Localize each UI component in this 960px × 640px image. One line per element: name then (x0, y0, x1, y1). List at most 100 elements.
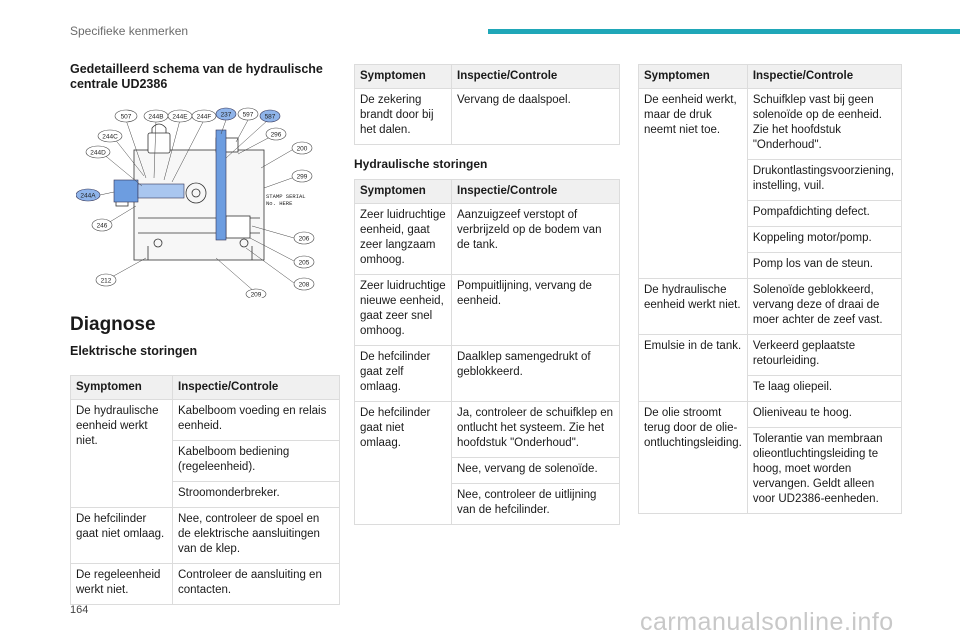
stamp-serial-label: No. HERE (266, 200, 293, 207)
check-cell: Koppeling motor/pomp. (746, 226, 903, 253)
callout-label: 208 (299, 282, 310, 289)
callout-label: 296 (271, 132, 282, 139)
symptom-cell: De hefcilinder gaat niet omlaag. (70, 507, 173, 564)
check-cell: Pompafdichting defect. (746, 200, 903, 227)
column-1: Gedetailleerd schema van de hydraulische… (70, 62, 340, 605)
check-cell: Tolerantie van membraan olieontluchtings… (746, 427, 903, 514)
check-cell: Nee, controleer de spoel en de elektrisc… (172, 507, 340, 564)
check-cell: Nee, vervang de solenoïde. (451, 457, 620, 484)
check-cell: Kabelboom voeding en relais eenheid. (172, 399, 340, 441)
callout-label: 237 (221, 112, 232, 119)
callout-label: 246 (97, 223, 108, 230)
column-2: Symptomen Inspectie/Controle De zekering… (354, 64, 620, 525)
callout-244e: 244E (167, 109, 193, 123)
callout-208: 208 (293, 277, 315, 291)
diagram-heading: Gedetailleerd schema van de hydraulische… (70, 62, 323, 91)
table-row: De hydraulische eenheid werkt niet. Kabe… (70, 399, 340, 508)
callout-label: 507 (121, 114, 132, 121)
callout-209: 209 (245, 288, 267, 299)
table-row: De zekering brandt door bij het dalen. V… (354, 88, 620, 145)
callout-label: 244C (102, 134, 118, 141)
callout-212: 212 (95, 273, 117, 287)
check-cell: Vervang de daalspoel. (451, 88, 620, 145)
callout-label: 200 (297, 146, 308, 153)
hydraulic-table-continued: Symptomen Inspectie/Controle De eenheid … (638, 64, 903, 514)
check-cell: Ja, controleer de schuifklep en ontlucht… (451, 401, 620, 458)
check-cell: Te laag oliepeil. (746, 375, 903, 402)
callout-244b: 244B (143, 109, 169, 123)
callout-206: 206 (293, 231, 315, 245)
check-cell: Verkeerd geplaatste retourleiding. (746, 334, 903, 376)
callout-label: 206 (299, 236, 310, 243)
callout-label: 299 (297, 174, 308, 181)
continued-table: Symptomen Inspectie/Controle De zekering… (354, 64, 620, 145)
callout-244d: 244D (85, 145, 111, 159)
check-cell: Pomp los van de steun. (746, 252, 903, 279)
callout-label: 587 (265, 114, 276, 121)
symptom-cell: De regeleenheid werkt niet. (70, 563, 173, 605)
col-symptom-header: Symptomen (638, 64, 748, 89)
table-row: De olie stroomt terug door de olie-ontlu… (638, 401, 903, 514)
col-symptom-header: Symptomen (354, 64, 452, 89)
callout-label: 244F (197, 114, 212, 121)
symptom-cell: De hefcilinder gaat zelf omlaag. (354, 345, 452, 402)
header-accent-bar (488, 29, 960, 34)
page-number: 164 (70, 604, 89, 616)
callout-label: 597 (243, 112, 254, 119)
table-row: Emulsie in de tank. Verkeerd geplaatste … (638, 334, 903, 402)
callout-205: 205 (293, 255, 315, 269)
table-row: Koppeling motor/pomp. (639, 226, 903, 253)
callout-237: 237 (215, 107, 237, 121)
callout-244c: 244C (97, 129, 123, 143)
check-cell: Controleer de aansluiting en contacten. (172, 563, 340, 605)
table-row: De hefcilinder gaat niet omlaag. Ja, con… (354, 401, 620, 525)
check-cell: Aanzuigzeef verstopt of verbrijzeld op d… (451, 203, 620, 275)
table-row: De eenheid werkt, maar de druk neemt nie… (638, 88, 903, 279)
callout-200: 200 (291, 141, 313, 155)
table-row: Pomp los van de steun. (639, 252, 903, 279)
col-check-header: Inspectie/Controle (451, 64, 620, 89)
table-row: De regeleenheid werkt niet. Controleer d… (70, 563, 340, 605)
symptom-cell: De zekering brandt door bij het dalen. (354, 88, 452, 145)
electrical-table: Symptomen Inspectie/Controle De hydrauli… (70, 375, 340, 605)
symptom-cell: De hefcilinder gaat niet omlaag. (354, 401, 452, 525)
page-header-title: Specifieke kenmerken (70, 24, 189, 38)
check-cell: Schuifklep vast bij geen solenoïde op de… (746, 88, 903, 160)
table-row: Te laag oliepeil. (639, 375, 903, 402)
column-3: Symptomen Inspectie/Controle De eenheid … (638, 64, 903, 514)
symptom-cell: Emulsie in de tank. (638, 334, 748, 402)
check-cell: Olieniveau te hoog. (746, 401, 903, 428)
callout-label: 244E (172, 114, 188, 121)
table-row: Zeer luidruchtige nieuwe eenheid, gaat z… (354, 274, 620, 346)
check-cell: Nee, controleer de uitlijning van de hef… (451, 483, 620, 525)
col-check-header: Inspectie/Controle (451, 179, 620, 204)
callout-label: 212 (101, 278, 112, 285)
callout-label: 209 (251, 292, 262, 299)
hydraulic-title: Hydraulische storingen (354, 157, 488, 171)
callout-label: 244A (80, 193, 96, 200)
table-row: De hefcilinder gaat niet omlaag. Nee, co… (70, 507, 340, 564)
electrical-title: Elektrische storingen (70, 344, 198, 358)
callout-587: 587 (259, 109, 281, 123)
symptom-cell: De eenheid werkt, maar de druk neemt nie… (638, 88, 748, 279)
callout-label: 244D (90, 150, 106, 157)
callout-507: 507 (114, 109, 138, 123)
table-row: Tolerantie van membraan olieontluchtings… (639, 427, 903, 514)
table-row: De hydraulische eenheid werkt niet. Sole… (638, 278, 903, 335)
symptom-cell: Zeer luidruchtige eenheid, gaat zeer lan… (354, 203, 452, 275)
callout-597: 597 (237, 107, 259, 121)
symptom-cell: De hydraulische eenheid werkt niet. (638, 278, 748, 335)
symptom-cell: Zeer luidruchtige nieuwe eenheid, gaat z… (354, 274, 452, 346)
callout-244a: 244A (76, 188, 101, 202)
callout-label: 205 (299, 260, 310, 267)
table-row: Drukontlastingsvoorziening, instelling, … (639, 159, 903, 201)
col-symptom-header: Symptomen (70, 375, 173, 400)
hydraulic-table: Symptomen Inspectie/Controle Zeer luidru… (354, 179, 620, 525)
check-cell: Kabelboom bediening (regeleenheid). (172, 440, 340, 482)
callout-246: 246 (91, 218, 113, 232)
diagnose-title: Diagnose (70, 314, 156, 335)
table-row: De hefcilinder gaat zelf omlaag. Daalkle… (354, 345, 620, 402)
check-cell: Solenoïde geblokkeerd, vervang deze of d… (746, 278, 903, 335)
callout-296: 296 (265, 127, 287, 141)
hydraulic-unit-diagram: 507 244B 244E 244F 237 597 587 244C 296 … (76, 107, 315, 299)
